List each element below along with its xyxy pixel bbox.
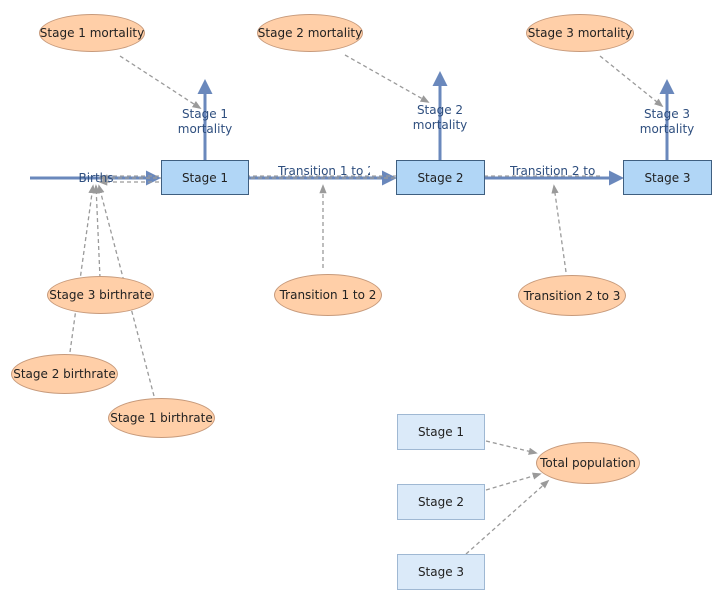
stage-3-stock[interactable]: Stage 3 — [623, 160, 712, 195]
stage-1-ghost[interactable]: Stage 1 — [397, 414, 485, 450]
stage-1-mortality-flow-label: Stage 1 mortality — [177, 107, 233, 136]
stage-3-mortality-variable[interactable]: Stage 3 mortality — [526, 14, 634, 52]
transition-1-to-2-flow-label: Transition 1 to 2 — [278, 164, 370, 178]
link-stage-3-birthrate — [92, 184, 101, 279]
link-stage-2-mortality — [344, 54, 430, 103]
transition-1-to-2-variable[interactable]: Transition 1 to 2 — [274, 274, 382, 316]
births-flow-label: Births — [78, 171, 114, 185]
stage-1-stock-label: Stage 1 — [181, 170, 229, 185]
stage-2-stock-label: Stage 2 — [417, 170, 464, 185]
stage-2-mortality-flow-label: Stage 2 mortality — [412, 103, 468, 132]
stage-2-ghost[interactable]: Stage 2 — [397, 484, 485, 520]
stage-2-birthrate-variable[interactable]: Stage 2 birthrate — [11, 354, 118, 394]
transition-2-to-3-variable[interactable]: Transition 2 to 3 — [518, 275, 626, 316]
stage-1-birthrate-variable[interactable]: Stage 1 birthrate — [108, 398, 215, 438]
total-population-variable[interactable]: Total population — [536, 442, 640, 484]
link-stage-3-mortality — [599, 55, 664, 108]
link-ghost-stage-1-total — [485, 440, 538, 455]
stage-1-mortality-variable[interactable]: Stage 1 mortality — [39, 14, 145, 52]
stage-3-stock-label: Stage 3 — [644, 170, 691, 185]
link-stage-2-birthrate — [69, 184, 96, 353]
link-stage-1-mortality — [119, 55, 202, 109]
stage-2-stock[interactable]: Stage 2 — [396, 160, 485, 195]
stage-3-birthrate-variable[interactable]: Stage 3 birthrate — [47, 276, 154, 314]
link-ghost-stage-3-total — [465, 479, 550, 555]
stage-2-mortality-variable[interactable]: Stage 2 mortality — [257, 14, 363, 52]
stage-3-ghost[interactable]: Stage 3 — [397, 554, 485, 590]
link-ghost-stage-2-total — [485, 472, 542, 491]
link-transition-2-to-3 — [551, 184, 567, 273]
transition-2-to-3-flow-label: Transition 2 to 3 — [510, 164, 600, 178]
stage-1-stock[interactable]: Stage 1 — [161, 160, 249, 195]
stage-3-mortality-flow-label: Stage 3 mortality — [639, 107, 695, 136]
